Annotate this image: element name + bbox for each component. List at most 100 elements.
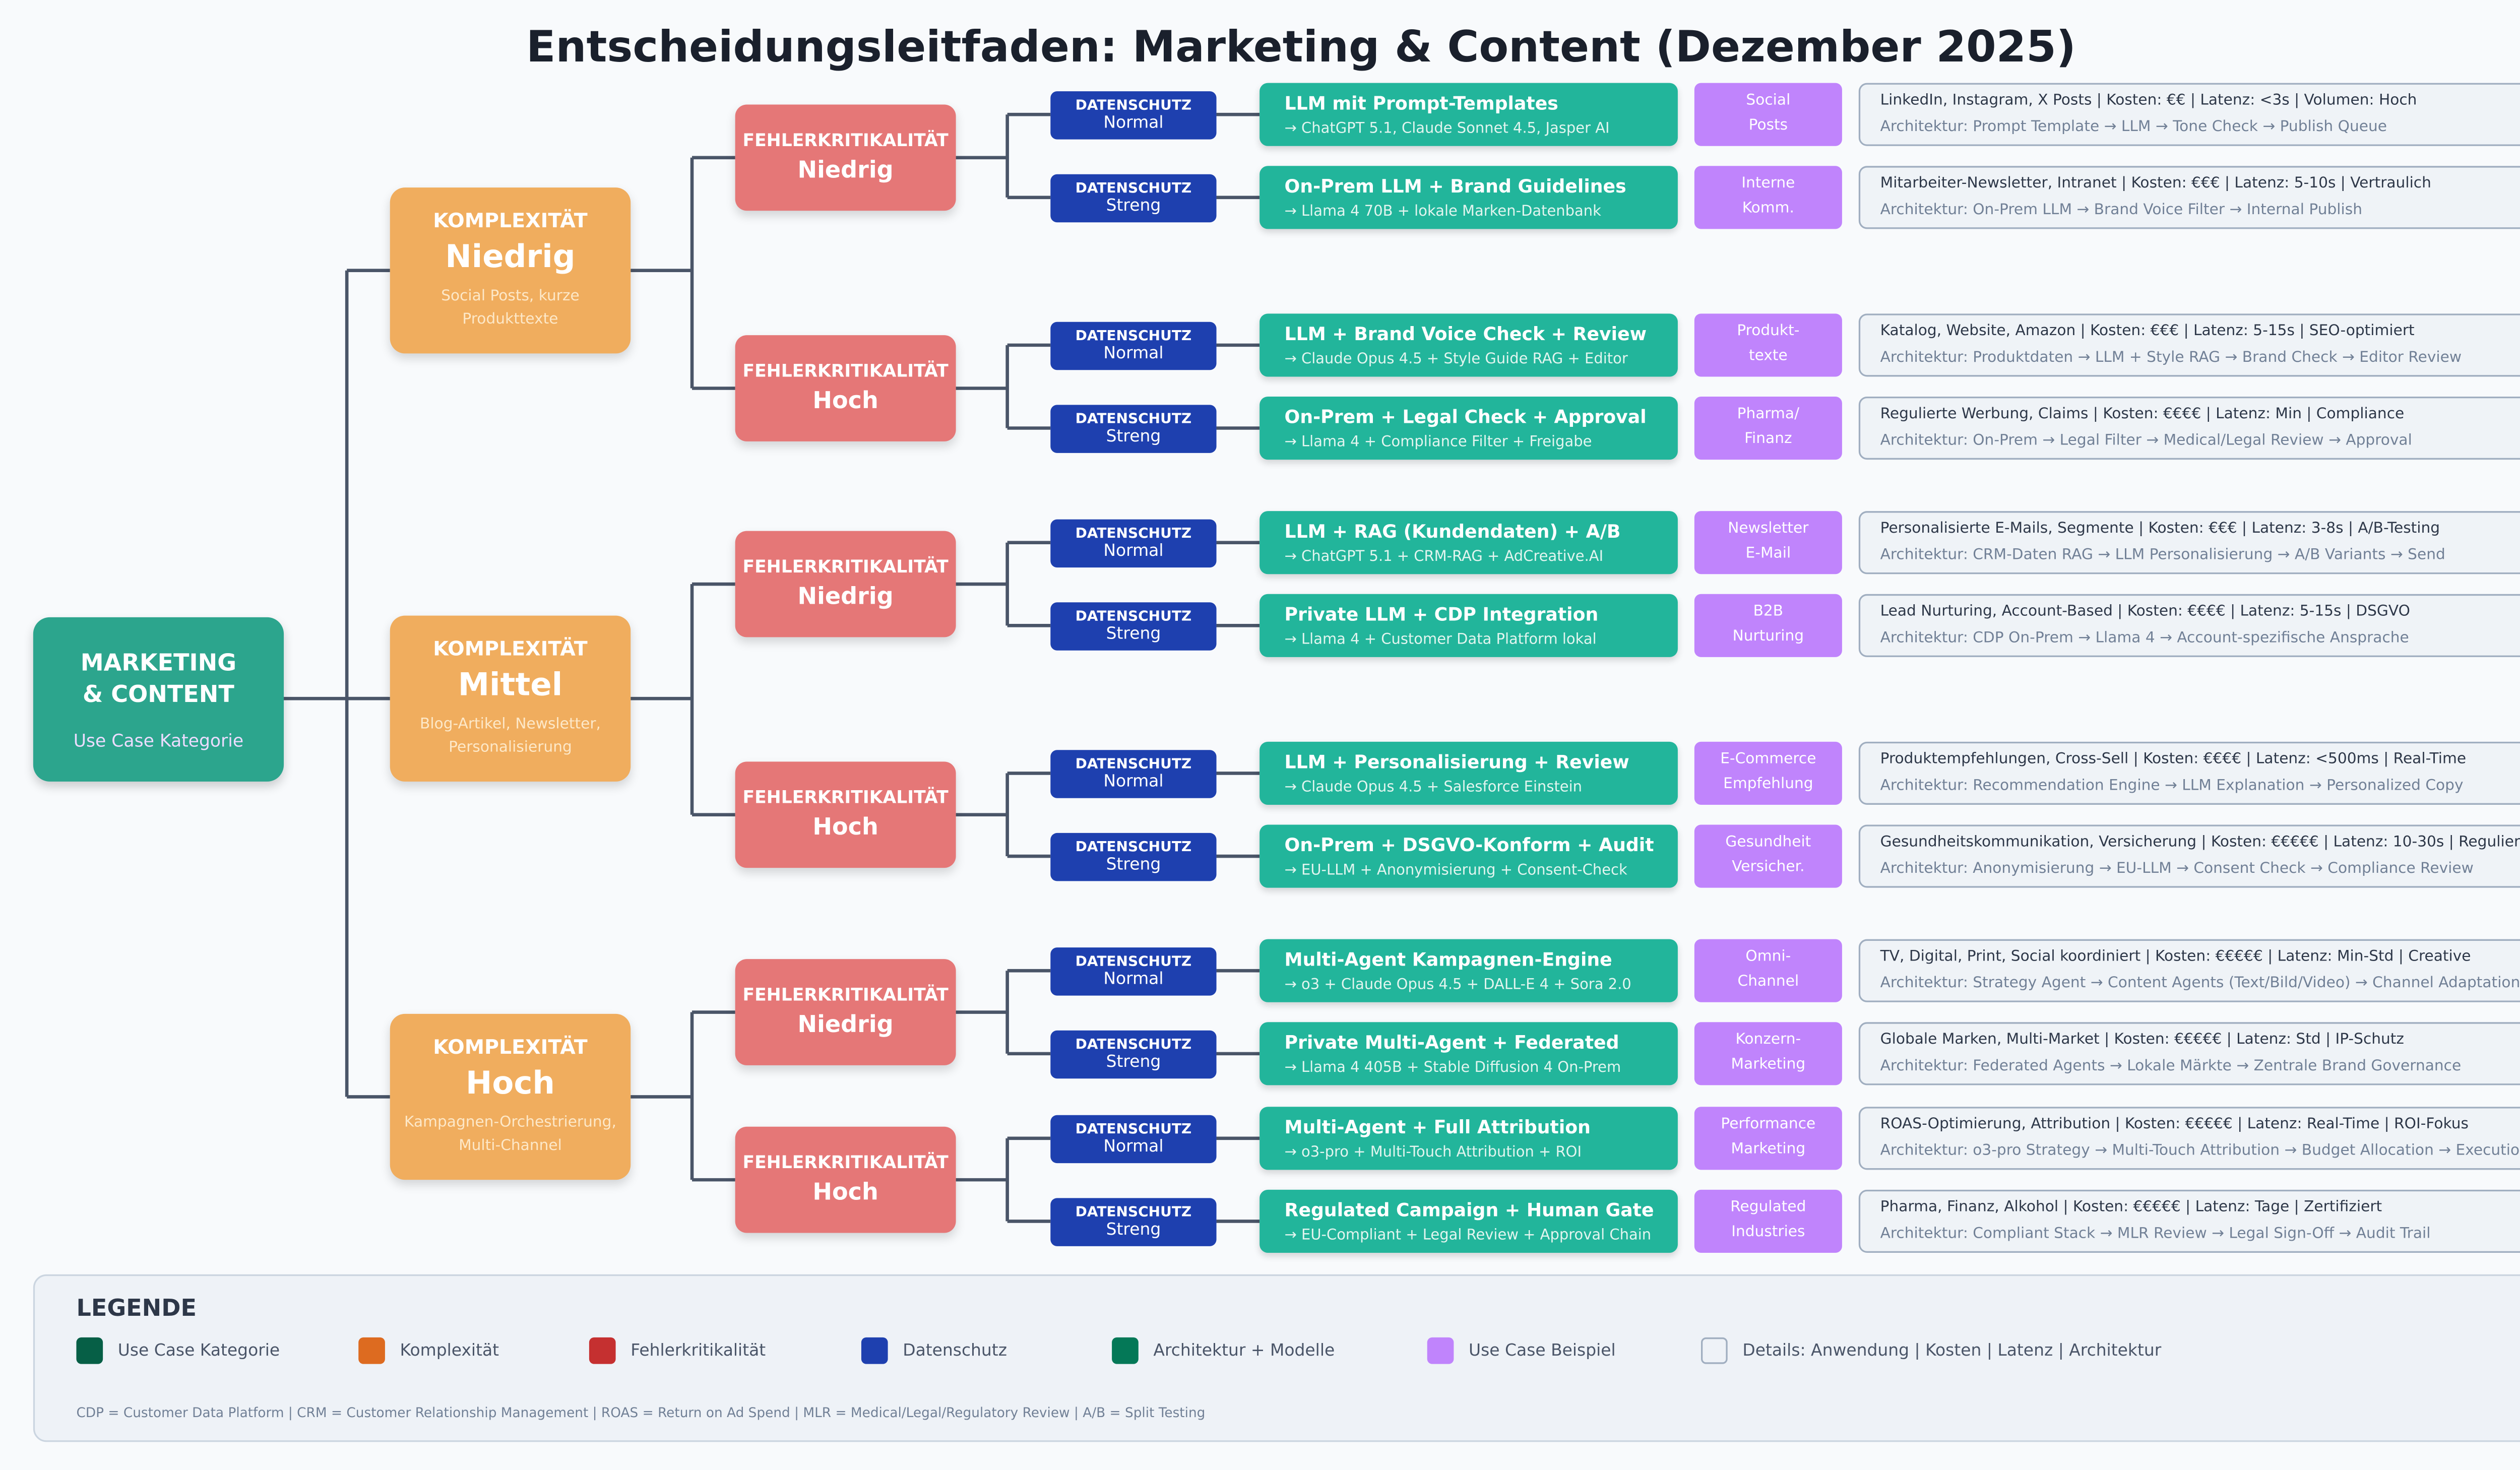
legend-title: LEGENDE <box>76 1296 197 1323</box>
complexity-level: Niedrig <box>445 239 576 276</box>
architecture-title: Multi-Agent Kampagnen-Engine <box>1284 948 1612 970</box>
legend-item: Architektur + Modelle <box>1112 1337 1335 1364</box>
criticality-level: Niedrig <box>797 584 894 611</box>
legend-swatch-icon <box>1112 1337 1139 1364</box>
privacy-label: DATENSCHUTZ <box>1075 1121 1192 1138</box>
use-case-line2: Empfehlung <box>1723 776 1813 793</box>
architecture-node: Regulated Campaign + Human Gate→ EU-Comp… <box>1259 1189 1678 1253</box>
use-case-node: Omni-Channel <box>1694 939 1842 1002</box>
complexity-level: Mittel <box>458 667 563 704</box>
use-case-line2: Versicher. <box>1732 859 1805 876</box>
criticality-label: FEHLERKRITIKALITÄT <box>742 788 949 808</box>
use-case-line1: Produkt- <box>1737 324 1800 341</box>
use-case-node: Pharma/Finanz <box>1694 396 1842 460</box>
architecture-node: Private Multi-Agent + Federated→ Llama 4… <box>1259 1022 1678 1085</box>
legend-item: Use Case Beispiel <box>1427 1337 1616 1364</box>
privacy-level: Streng <box>1106 1053 1161 1072</box>
details-line2: Architektur: o3-pro Strategy → Multi-Tou… <box>1880 1143 2520 1160</box>
details-line1: ROAS-Optimierung, Attribution | Kosten: … <box>1880 1116 2469 1133</box>
root-node-marketing-content: MARKETING & CONTENT Use Case Kategorie <box>33 617 284 782</box>
legend-label: Use Case Beispiel <box>1469 1341 1616 1360</box>
architecture-models: → EU-LLM + Anonymisierung + Consent-Chec… <box>1284 862 1627 879</box>
architecture-node: Private LLM + CDP Integration→ Llama 4 +… <box>1259 594 1678 657</box>
details-node: LinkedIn, Instagram, X Posts | Kosten: €… <box>1858 83 2520 146</box>
architecture-models: → ChatGPT 5.1 + CRM-RAG + AdCreative.AI <box>1284 548 1604 565</box>
architecture-models: → EU-Compliant + Legal Review + Approval… <box>1284 1227 1652 1244</box>
use-case-line2: Marketing <box>1731 1141 1806 1159</box>
page-title: Entscheidungsleitfaden: Marketing & Cont… <box>526 23 2076 73</box>
legend-label: Architektur + Modelle <box>1153 1341 1335 1360</box>
criticality-label: FEHLERKRITIKALITÄT <box>742 131 949 151</box>
complexity-label: KOMPLEXITÄT <box>433 209 588 232</box>
architecture-models: → o3-pro + Multi-Touch Attribution + ROI <box>1284 1144 1582 1161</box>
legend-item: Komplexität <box>358 1337 499 1364</box>
details-line2: Architektur: Anonymisierung → EU-LLM → C… <box>1880 861 2474 878</box>
legend-swatch-icon <box>1701 1337 1728 1364</box>
complexity-desc-line1: Kampagnen-Orchestrierung, <box>404 1115 616 1132</box>
details-node: Regulierte Werbung, Claims | Kosten: €€€… <box>1858 396 2520 460</box>
architecture-title: LLM + Personalisierung + Review <box>1284 750 1629 773</box>
privacy-label: DATENSCHUTZ <box>1075 180 1192 198</box>
architecture-models: → o3 + Claude Opus 4.5 + DALL-E 4 + Sora… <box>1284 976 1631 993</box>
architecture-title: LLM + RAG (Kundendaten) + A/B <box>1284 520 1621 542</box>
criticality-label: FEHLERKRITIKALITÄT <box>742 1153 949 1173</box>
legend-label: Details: Anwendung | Kosten | Latenz | A… <box>1742 1341 2162 1360</box>
use-case-line2: Industries <box>1731 1225 1805 1241</box>
architecture-models: → Llama 4 70B + lokale Marken-Datenbank <box>1284 203 1601 220</box>
architecture-node: Multi-Agent + Full Attribution→ o3-pro +… <box>1259 1107 1678 1170</box>
use-case-line1: B2B <box>1753 604 1784 621</box>
privacy-label: DATENSCHUTZ <box>1075 98 1192 115</box>
details-line2: Architektur: CDP On-Prem → Llama 4 → Acc… <box>1880 630 2409 648</box>
privacy-label: DATENSCHUTZ <box>1075 1037 1192 1054</box>
architecture-models: → ChatGPT 5.1, Claude Sonnet 4.5, Jasper… <box>1284 120 1610 137</box>
legend-swatch-icon <box>358 1337 385 1364</box>
complexity-level: Hoch <box>466 1065 555 1102</box>
architecture-models: → Llama 4 + Customer Data Platform lokal <box>1284 631 1597 648</box>
architecture-models: → Claude Opus 4.5 + Style Guide RAG + Ed… <box>1284 351 1628 368</box>
complexity-label: KOMPLEXITÄT <box>433 1035 588 1059</box>
criticality-level: Hoch <box>812 814 878 842</box>
privacy-level: Normal <box>1103 345 1164 364</box>
use-case-line1: Performance <box>1721 1116 1816 1133</box>
details-node: Katalog, Website, Amazon | Kosten: €€€ |… <box>1858 313 2520 377</box>
use-case-line1: Social <box>1746 93 1791 110</box>
details-line2: Architektur: Recommendation Engine → LLM… <box>1880 778 2464 795</box>
details-line1: TV, Digital, Print, Social koordiniert |… <box>1880 949 2471 966</box>
privacy-level: Normal <box>1103 1138 1164 1157</box>
criticality-label: FEHLERKRITIKALITÄT <box>742 557 949 578</box>
details-line2: Architektur: Produktdaten → LLM + Style … <box>1880 350 2462 367</box>
details-line1: Lead Nurturing, Account-Based | Kosten: … <box>1880 604 2410 621</box>
architecture-title: On-Prem + Legal Check + Approval <box>1284 406 1647 427</box>
architecture-models: → Llama 4 405B + Stable Diffusion 4 On-P… <box>1284 1059 1621 1076</box>
use-case-node: Konzern-Marketing <box>1694 1022 1842 1085</box>
legend-swatch-icon <box>589 1337 616 1364</box>
privacy-level: Normal <box>1103 114 1164 133</box>
use-case-line2: E-Mail <box>1745 546 1791 563</box>
use-case-line1: E-Commerce <box>1720 751 1816 769</box>
root-title-line1: MARKETING <box>80 650 237 676</box>
details-node: Mitarbeiter-Newsletter, Intranet | Koste… <box>1858 166 2520 229</box>
complexity-label: KOMPLEXITÄT <box>433 637 588 661</box>
details-line1: Regulierte Werbung, Claims | Kosten: €€€… <box>1880 406 2405 423</box>
details-node: Gesundheitskommunikation, Versicherung |… <box>1858 824 2520 888</box>
architecture-title: LLM + Brand Voice Check + Review <box>1284 323 1647 345</box>
details-line1: Globale Marken, Multi-Market | Kosten: €… <box>1880 1032 2404 1049</box>
architecture-models: → Llama 4 + Compliance Filter + Freigabe <box>1284 434 1592 451</box>
architecture-node: LLM + Brand Voice Check + Review → Claude… <box>1259 313 1678 377</box>
details-line2: Architektur: Compliant Stack → MLR Revie… <box>1880 1226 2431 1243</box>
architecture-title: On-Prem LLM + Brand Guidelines <box>1284 175 1626 197</box>
details-node: ROAS-Optimierung, Attribution | Kosten: … <box>1858 1107 2520 1170</box>
legend-item: Datenschutz <box>861 1337 1007 1364</box>
